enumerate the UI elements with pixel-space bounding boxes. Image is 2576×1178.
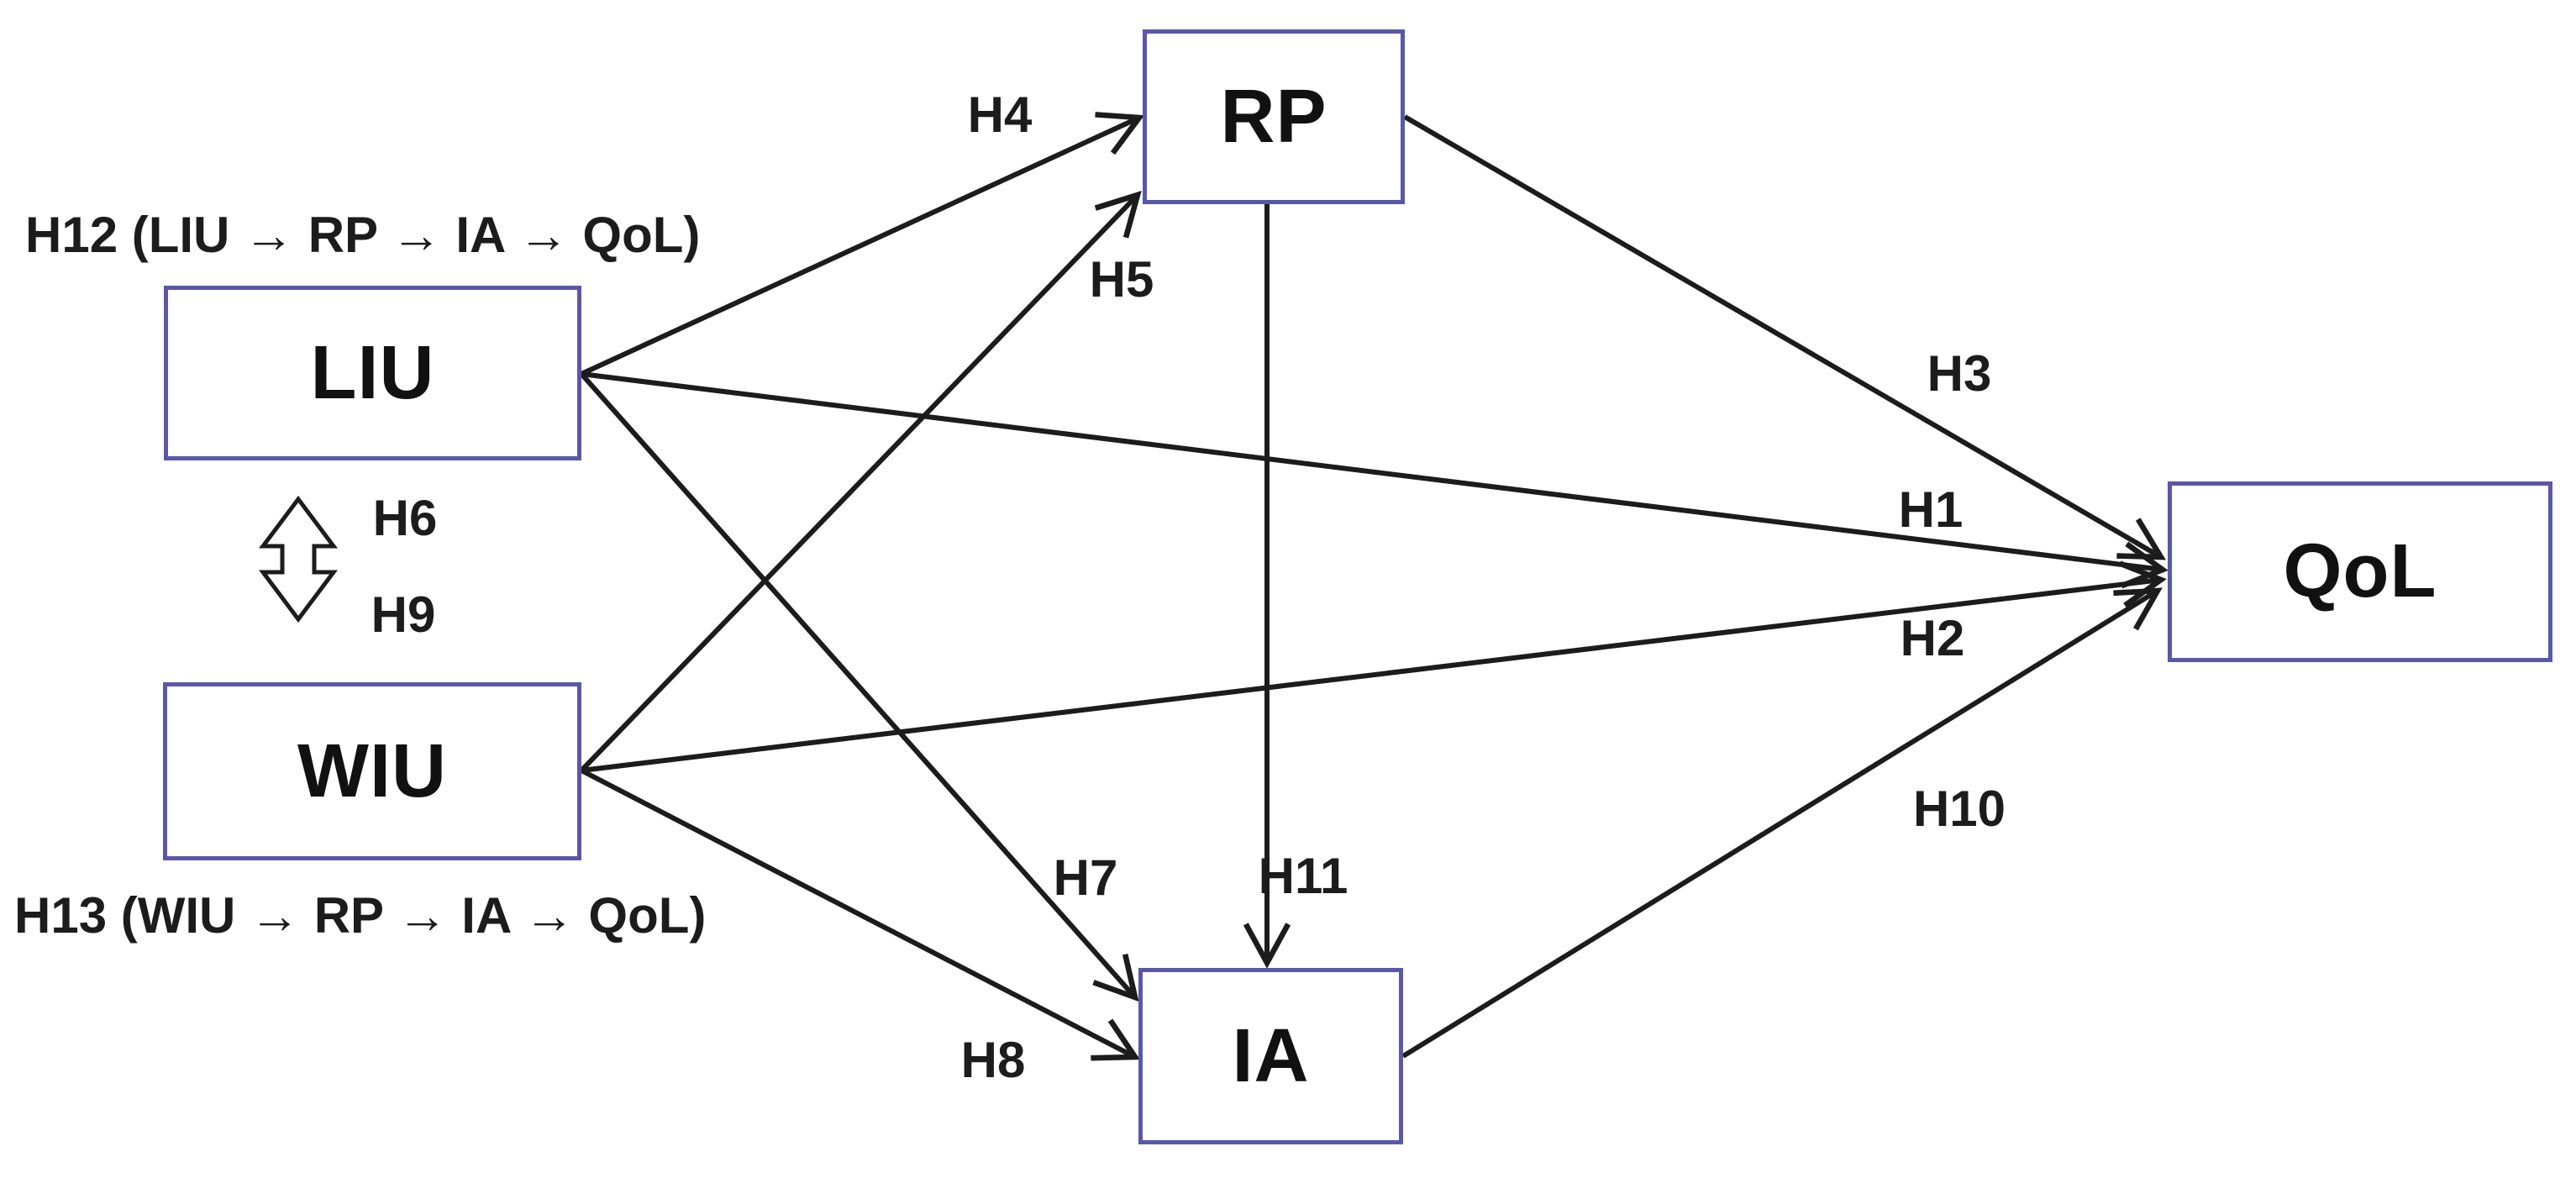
- edge-label-h5: H5: [1089, 251, 1154, 308]
- edge-h7-liu-ia: [579, 372, 1139, 1002]
- edge-label-h10: H10: [1912, 781, 2006, 837]
- edge-label-h3: H3: [1927, 345, 1992, 402]
- edge-label-h11: H11: [1258, 848, 1348, 904]
- edge-h2-wiu-qol: [581, 560, 2167, 773]
- edge-h1-liu-qol: [581, 371, 2169, 589]
- edge-h4-liu-rp: [580, 112, 1145, 376]
- edge-label-h8: H8: [960, 1032, 1026, 1088]
- edge-label-h6: H6: [372, 490, 438, 546]
- node-qol-label: QoL: [2283, 529, 2437, 613]
- edge-h5-wiu-rp: [579, 191, 1142, 773]
- edge-label-h1: H1: [1898, 481, 1964, 538]
- edge-label-h9: H9: [371, 586, 436, 643]
- node-ia: IA: [1138, 968, 1403, 1144]
- node-rp: RP: [1143, 29, 1405, 204]
- edge-h3-rp-qol: [1403, 114, 2166, 560]
- node-rp-label: RP: [1220, 74, 1327, 159]
- node-wiu-label: WIU: [297, 728, 447, 813]
- node-ia-label: IA: [1232, 1013, 1310, 1098]
- node-wiu: WIU: [163, 682, 581, 860]
- node-liu: LIU: [164, 286, 581, 460]
- node-liu-label: LIU: [310, 330, 435, 415]
- annotation-h13-path: H13 (WIU → RP → IA → QoL): [14, 887, 707, 944]
- node-qol: QoL: [2168, 481, 2552, 662]
- annotation-h12-path: H12 (LIU → RP → IA → QoL): [25, 207, 701, 263]
- edge-label-h2: H2: [1900, 610, 1965, 666]
- correlation-double-arrow: [259, 495, 338, 623]
- edge-h8-wiu-ia: [580, 768, 1141, 1061]
- edge-label-h7: H7: [1053, 849, 1118, 906]
- edge-h10-ia-qol: [1401, 587, 2163, 1059]
- edge-label-h4: H4: [967, 87, 1033, 143]
